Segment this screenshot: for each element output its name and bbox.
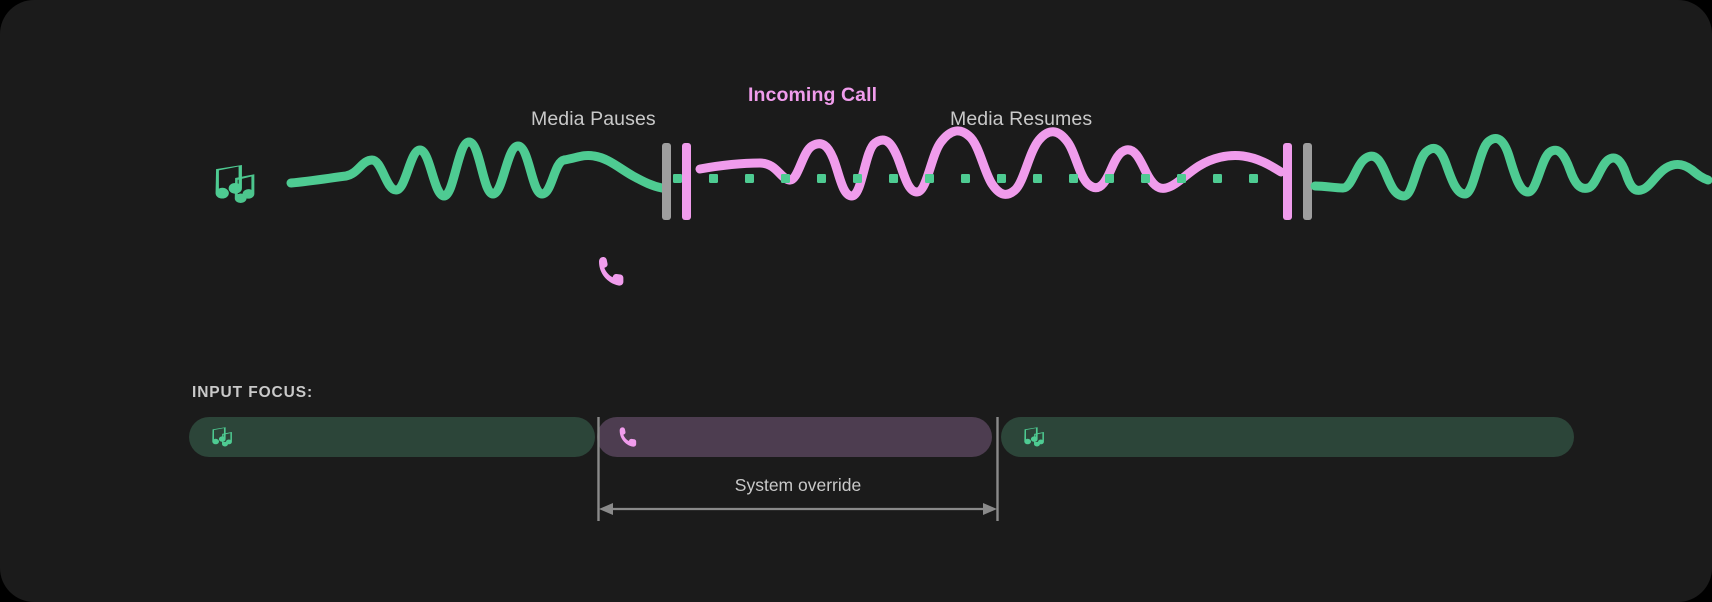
system-override-label: System override <box>734 475 862 495</box>
timeline-canvas <box>215 126 1712 286</box>
pause-marker-gray <box>662 143 671 220</box>
phone-handset-icon <box>599 257 624 286</box>
muted-media-dots <box>673 174 1258 183</box>
music-notes-icon <box>215 165 255 204</box>
resume-marker-gray <box>1303 143 1312 220</box>
label-media-pauses: Media Pauses <box>531 108 656 130</box>
call-waveform <box>695 126 1286 201</box>
pause-marker-pink <box>682 143 691 220</box>
label-incoming-call: Incoming Call <box>748 84 878 106</box>
focus-segment-call[interactable] <box>597 417 992 457</box>
arrow-left-head-icon <box>599 503 613 515</box>
input-focus-title: INPUT FOCUS: <box>192 384 314 401</box>
arrow-right-head-icon <box>983 503 997 515</box>
media-waveform-after <box>1310 134 1712 201</box>
label-media-resumes: Media Resumes <box>950 108 1093 130</box>
resume-marker-pink <box>1283 143 1292 220</box>
audio-timeline: Media Pauses Incoming Call Media Resumes <box>215 84 1712 286</box>
music-notes-icon <box>212 427 232 447</box>
system-override-annotation: System override <box>597 417 999 527</box>
music-notes-icon <box>1024 427 1044 447</box>
media-waveform-before <box>286 137 667 201</box>
phone-handset-icon <box>619 427 637 447</box>
focus-segment-media-b[interactable] <box>1001 417 1574 457</box>
focus-segment-media-a[interactable] <box>189 417 595 457</box>
override-bracket <box>597 417 999 521</box>
